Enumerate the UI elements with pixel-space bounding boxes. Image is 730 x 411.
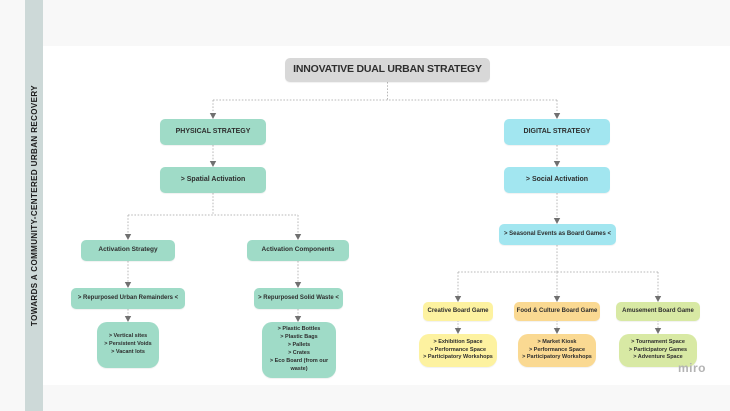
node-food-culture-board-game[interactable]: Food & Culture Board Game [514, 302, 600, 321]
node-urban-remainders-list[interactable]: > Vertical sites> Persistent Voids> Vaca… [97, 322, 159, 368]
node-amusement-spaces-list[interactable]: > Tournament Space> Participatory Games>… [619, 334, 697, 367]
node-creative-board-game[interactable]: Creative Board Game [423, 302, 493, 321]
node-physical-strategy[interactable]: PHYSICAL STRATEGY [160, 119, 266, 145]
node-root-title[interactable]: INNOVATIVE DUAL URBAN STRATEGY [285, 58, 490, 82]
node-spatial-activation[interactable]: > Spatial Activation [160, 167, 266, 193]
sidebar-banner-label: TOWARDS A COMMUNITY-CENTERED URBAN RECOV… [29, 84, 39, 327]
node-solid-waste-list[interactable]: > Plastic Bottles> Plastic Bags> Pallets… [262, 322, 336, 378]
node-amusement-board-game[interactable]: Amusement Board Game [616, 302, 700, 321]
node-digital-strategy[interactable]: DIGITAL STRATEGY [504, 119, 610, 145]
node-seasonal-events[interactable]: > Seasonal Events as Board Games < [499, 224, 616, 245]
node-activation-strategy[interactable]: Activation Strategy [81, 240, 175, 261]
miro-watermark: miro [678, 361, 707, 375]
node-repurposed-solid-waste[interactable]: > Repurposed Solid Waste < [254, 288, 343, 309]
node-food-spaces-list[interactable]: > Market Kiosk> Performance Space> Parti… [518, 334, 596, 367]
node-creative-spaces-list[interactable]: > Exhibition Space> Performance Space> P… [419, 334, 497, 367]
node-social-activation[interactable]: > Social Activation [504, 167, 610, 193]
node-activation-components[interactable]: Activation Components [247, 240, 349, 261]
node-repurposed-urban-remainders[interactable]: > Repurposed Urban Remainders < [71, 288, 185, 309]
sidebar-banner[interactable]: TOWARDS A COMMUNITY-CENTERED URBAN RECOV… [25, 0, 43, 411]
